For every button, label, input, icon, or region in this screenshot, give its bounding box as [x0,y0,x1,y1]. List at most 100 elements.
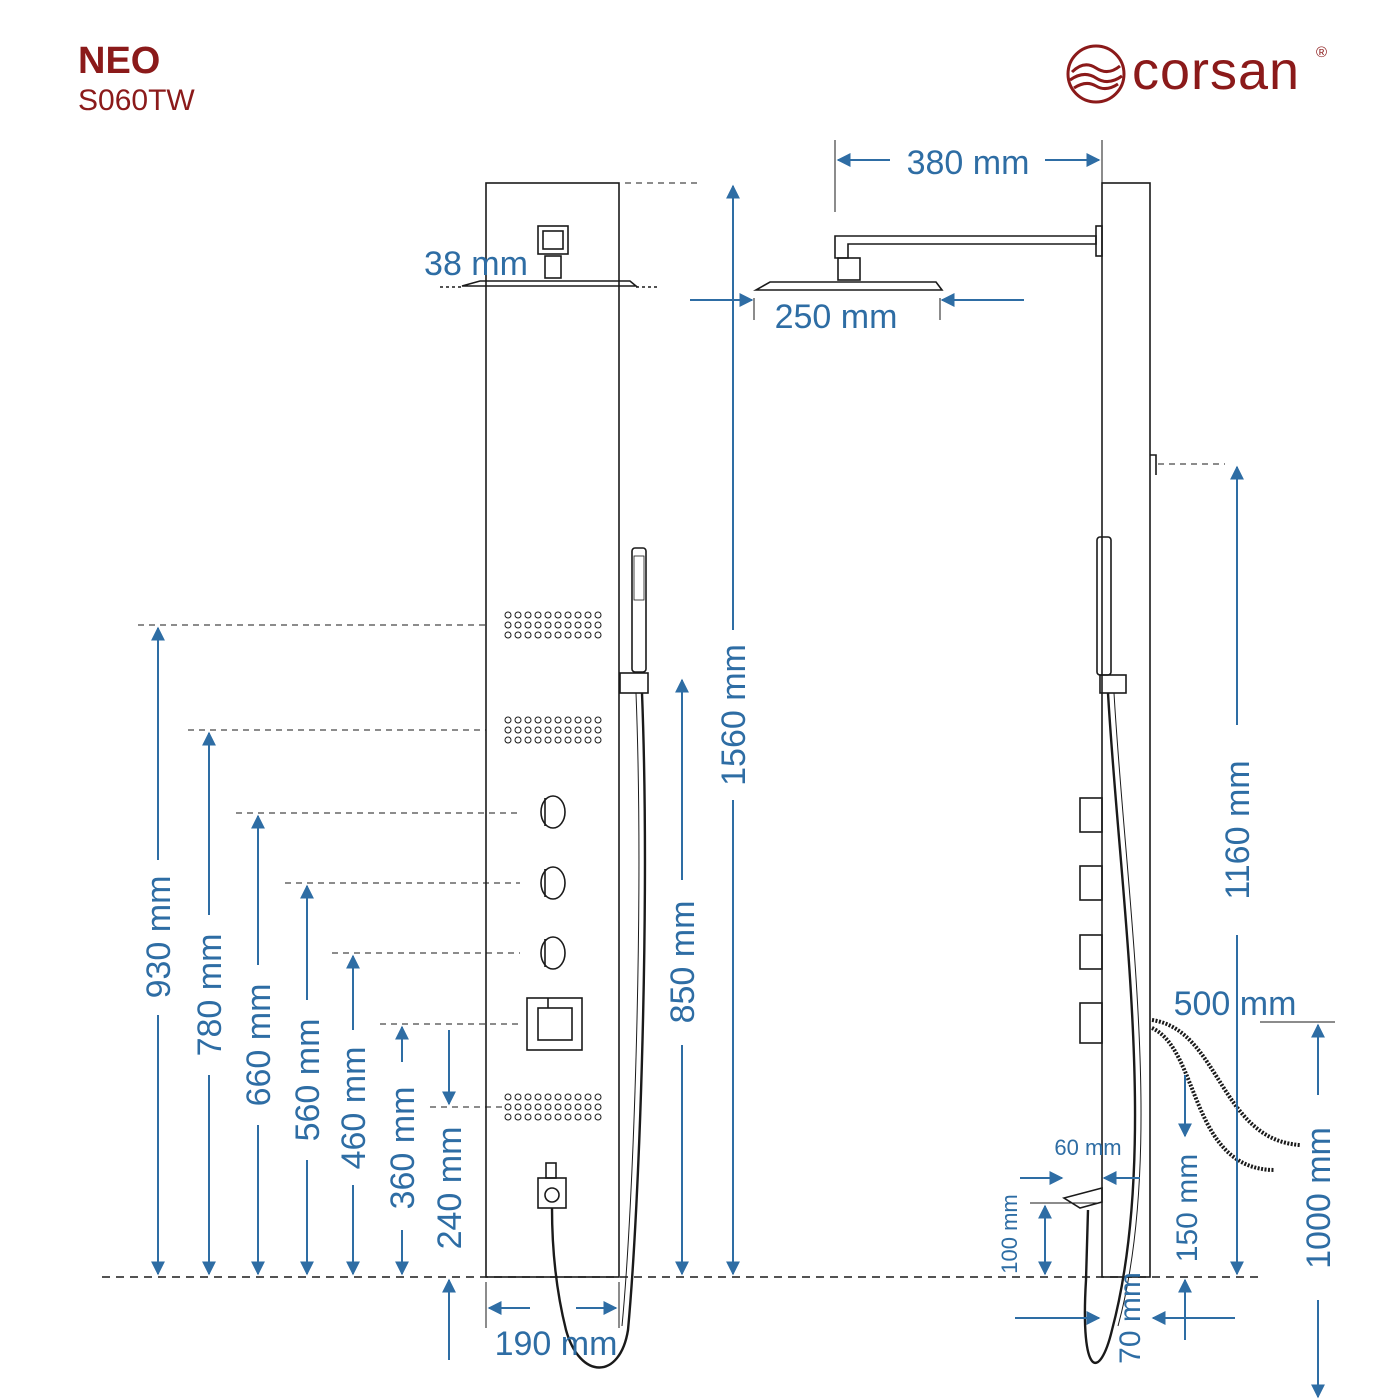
jet-nozzle [544,621,552,629]
jet-nozzle [554,1103,562,1111]
front-hand-shower [631,547,647,673]
dim-inlet-distance: 150 mm [1171,1154,1204,1262]
jet-nozzle [574,621,582,629]
jet-nozzle [564,736,572,744]
jet-nozzle [554,726,562,734]
jet-nozzle [584,631,592,639]
front-shower-hose [550,692,647,1369]
jet-nozzle [504,736,512,744]
dim-panel-depth: 70 mm [1114,1272,1147,1364]
jet-nozzle [554,716,562,724]
jet-nozzle [594,611,602,619]
front-valve-knob-3 [540,936,566,970]
jet-nozzle [594,621,602,629]
jet-nozzle [534,621,542,629]
front-body-jet-bottom [504,1093,602,1121]
jet-nozzle [554,631,562,639]
jet-nozzle [554,1093,562,1101]
jet-nozzle [584,621,592,629]
jet-nozzle [514,611,522,619]
jet-nozzle [504,631,512,639]
front-valve-knob-2 [540,866,566,900]
jet-nozzle [584,736,592,744]
jet-nozzle [534,631,542,639]
jet-nozzle [534,611,542,619]
jet-nozzle [514,621,522,629]
jet-nozzle [564,1103,572,1111]
jet-nozzle [574,631,582,639]
jet-nozzle [514,1103,522,1111]
jet-nozzle [534,736,542,744]
jet-nozzle [544,1093,552,1101]
jet-nozzle [524,716,532,724]
jet-nozzle [594,1103,602,1111]
side-rain-head [752,281,944,291]
side-panel-body [1101,182,1151,1278]
jet-nozzle [514,726,522,734]
front-valve-knob-1 [540,795,566,829]
jet-nozzle [544,1113,552,1121]
jet-nozzle [524,1113,532,1121]
front-body-jet-middle [504,716,602,744]
dim-valve-3: 460 mm [335,1047,373,1170]
jet-nozzle [504,726,512,734]
dim-panel-height: 1560 mm [715,644,753,786]
jet-nozzle [574,611,582,619]
jet-nozzle [584,1113,592,1121]
jet-nozzle [534,716,542,724]
product-model-code: S060TW [78,84,195,117]
dim-valve-2: 560 mm [289,1019,327,1142]
jet-nozzle [564,1093,572,1101]
jet-nozzle [594,716,602,724]
dim-jet-bottom: 240 mm [431,1127,469,1250]
dim-spout-length: 60 mm [1054,1135,1121,1160]
jet-nozzle [574,736,582,744]
jet-nozzle [514,631,522,639]
jet-nozzle [504,611,512,619]
front-hose-outlet [537,1177,567,1209]
jet-nozzle [544,1103,552,1111]
jet-nozzle [544,726,552,734]
dim-valve-1: 660 mm [240,984,278,1107]
front-rain-head [461,280,639,287]
side-inlet-hose-2 [1151,1026,1276,1172]
jet-nozzle [594,726,602,734]
jet-nozzle [524,726,532,734]
jet-nozzle [574,726,582,734]
jet-nozzle [574,716,582,724]
dim-handshower-holder: 850 mm [664,901,702,1024]
jet-nozzle [524,631,532,639]
jet-nozzle [594,736,602,744]
jet-nozzle [584,716,592,724]
side-tub-spout [1062,1186,1103,1209]
dim-mount-height: 1160 mm [1219,760,1257,899]
front-arm-mount [537,225,569,255]
dim-hose-length: 500 mm [1174,985,1297,1023]
dim-mixer: 360 mm [384,1087,422,1210]
jet-nozzle [504,1103,512,1111]
dimension-labels: 380 mm 38 mm 250 mm 1560 mm 850 mm 930 m… [140,144,1338,1364]
jet-nozzle [514,1113,522,1121]
jet-nozzle [534,726,542,734]
jet-nozzle [574,1093,582,1101]
jet-nozzle [564,621,572,629]
jet-nozzle [514,716,522,724]
front-view [440,182,660,1369]
jet-nozzle [584,1103,592,1111]
jet-nozzle [594,631,602,639]
corsan-wave-icon [1066,44,1126,104]
side-valve-knob-1 [1079,797,1103,833]
jet-nozzle [564,726,572,734]
dim-head-width: 250 mm [775,298,898,336]
jet-nozzle [544,631,552,639]
registered-mark: ® [1316,44,1328,61]
dim-head-thickness: 38 mm [424,245,528,283]
jet-nozzle [574,1113,582,1121]
jet-nozzle [524,1093,532,1101]
jet-nozzle [504,1093,512,1101]
jet-nozzle [534,1113,542,1121]
jet-nozzle [534,1103,542,1111]
jet-nozzle [554,1113,562,1121]
jet-nozzle [534,1093,542,1101]
jet-nozzle [564,631,572,639]
